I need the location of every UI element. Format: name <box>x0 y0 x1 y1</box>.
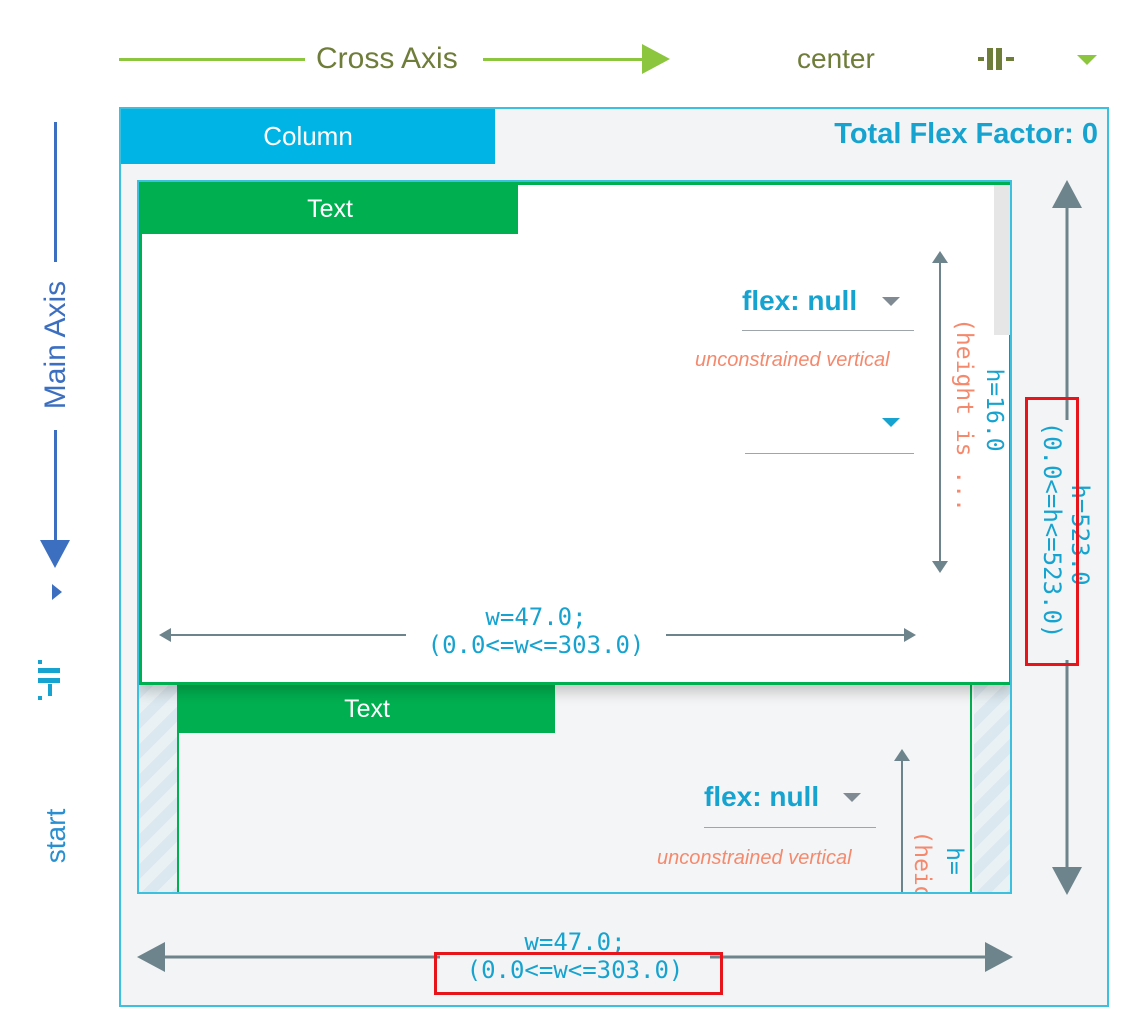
secondary-underline-1 <box>745 453 914 454</box>
column-width-constraint: (0.0<=w<=303.0) <box>466 956 684 984</box>
highlight-column-height <box>1025 397 1079 666</box>
highlight-column-width <box>434 952 723 995</box>
cross-axis-center-align-icon[interactable] <box>978 46 1018 72</box>
child-width-label-1: w=47.0; <box>485 603 587 631</box>
cross-axis-label: Cross Axis <box>316 42 458 75</box>
child-height-arrow-1 <box>932 251 948 573</box>
flex-select-2[interactable]: flex: null <box>704 781 820 812</box>
flex-underline-2 <box>704 827 876 828</box>
column-height-text-bg <box>1040 420 1090 660</box>
child-text-card-2[interactable]: Text flex: null unconstrained vertical (… <box>177 685 972 894</box>
main-axis-line-bottom <box>54 430 57 542</box>
flex-dropdown-icon-2[interactable] <box>843 793 861 802</box>
flex-dropdown-icon-1[interactable] <box>882 297 900 306</box>
child-height-label-2: h= <box>941 847 967 875</box>
cross-axis-line-right <box>483 58 645 61</box>
column-width-text: w=47.0; (0.0<=w<=303.0) <box>440 928 710 984</box>
secondary-dropdown-icon-1[interactable] <box>882 418 900 427</box>
child-height-note-1: (height is ... <box>951 318 977 512</box>
cross-axis-arrow-icon <box>642 44 670 74</box>
child-width-text-1: w=47.0; (0.0<=w<=303.0) <box>406 603 666 659</box>
main-axis-label: Main Axis <box>39 280 72 410</box>
main-axis-alignment-value[interactable]: start <box>40 808 71 864</box>
column-width-label: w=47.0; <box>524 928 626 956</box>
child-text-tab-1[interactable]: Text <box>142 185 518 234</box>
scrollbar[interactable] <box>994 185 1010 335</box>
column-children-area: Text flex: null unconstrained vertical (… <box>137 180 1012 894</box>
left-shade-strip <box>139 685 177 892</box>
child-height-note-2: (heig <box>914 830 935 894</box>
unconstrained-vertical-label-2: unconstrained vertical <box>657 847 852 869</box>
total-flex-factor: Total Flex Factor: 0 <box>834 118 1098 150</box>
child-height-label-1: h=16.0 <box>981 368 1007 452</box>
child-height-arrow-2 <box>894 749 910 892</box>
child-text-card-1[interactable]: Text flex: null unconstrained vertical (… <box>139 182 1010 685</box>
main-axis-start-align-icon[interactable] <box>36 660 62 700</box>
flex-select-1[interactable]: flex: null <box>742 285 858 316</box>
cross-axis-dropdown-icon[interactable] <box>1077 55 1097 65</box>
flex-underline-1 <box>742 330 914 331</box>
child-height-text-2: (heig h= <box>914 815 972 894</box>
right-shade-strip <box>974 685 1010 892</box>
cross-axis-alignment-value[interactable]: center <box>797 43 875 74</box>
cross-axis-line-left <box>119 58 305 61</box>
main-axis-arrow-icon <box>40 540 70 568</box>
column-tab[interactable]: Column <box>121 109 495 164</box>
unconstrained-vertical-label-1: unconstrained vertical <box>695 349 890 371</box>
main-axis-line-top <box>54 122 57 262</box>
child-text-tab-2[interactable]: Text <box>179 685 555 733</box>
main-axis-dropdown-icon[interactable] <box>52 584 62 600</box>
child-width-constraint-1: (0.0<=w<=303.0) <box>427 631 645 659</box>
